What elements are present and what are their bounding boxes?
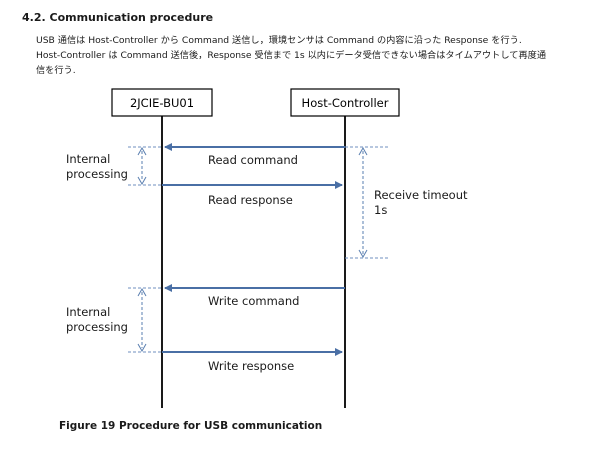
participant-2jcie-bu01: 2JCIE-BU01 xyxy=(111,88,213,117)
label-write-command: Write command xyxy=(208,294,299,308)
participant-label-right: Host-Controller xyxy=(302,96,389,110)
label-timeout-line1: Receive timeout xyxy=(374,188,468,202)
paragraph-line: 信を行う. xyxy=(36,65,76,76)
label-timeout-line2: 1s xyxy=(374,203,387,217)
label-read-command: Read command xyxy=(208,153,298,167)
participant-host-controller: Host-Controller xyxy=(290,88,400,117)
label-write-response: Write response xyxy=(208,359,294,373)
paragraph-line: Host-Controller は Command 送信後，Response 受… xyxy=(36,50,547,61)
duration-timeout xyxy=(358,146,368,259)
dashed-guides xyxy=(128,146,388,353)
label-read-response: Read response xyxy=(208,193,293,207)
label-internal-2-line1: Internal xyxy=(66,305,110,319)
label-internal-1-line1: Internal xyxy=(66,152,110,166)
duration-internal-1 xyxy=(137,146,147,186)
duration-internal-2 xyxy=(137,287,147,353)
label-internal-1-line2: processing xyxy=(66,167,128,181)
paragraph-line: USB 通信は Host-Controller から Command 送信し，環… xyxy=(36,35,522,46)
label-internal-2-line2: processing xyxy=(66,320,128,334)
participant-label-left: 2JCIE-BU01 xyxy=(130,96,194,110)
description-paragraph: USB 通信は Host-Controller から Command 送信し，環… xyxy=(36,33,586,78)
figure-caption: Figure 19 Procedure for USB communicatio… xyxy=(59,420,323,432)
section-title: 4.2. Communication procedure xyxy=(22,11,214,24)
